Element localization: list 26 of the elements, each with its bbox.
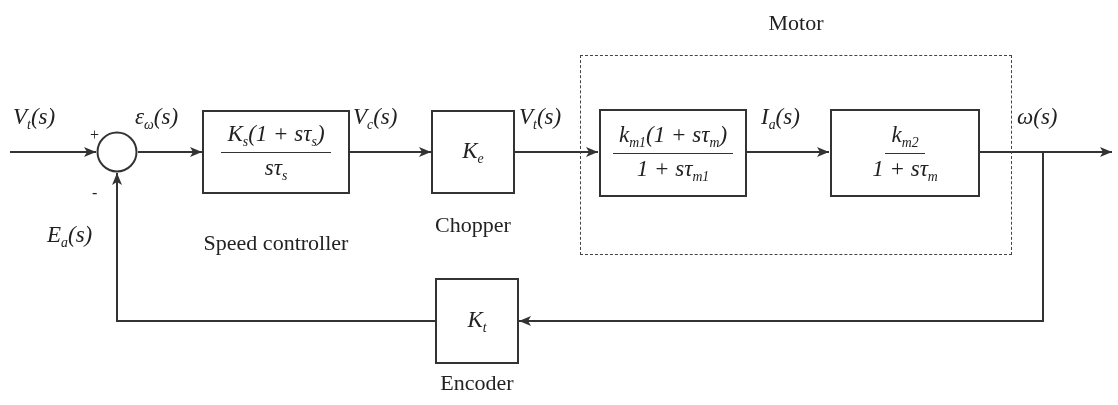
gain-block <box>435 278 519 364</box>
signal-arrow <box>137 147 203 157</box>
signal-arrow <box>349 147 432 157</box>
signal-arrow <box>514 147 599 157</box>
transfer-function-block <box>599 109 747 197</box>
gain-block <box>431 110 515 194</box>
block-caption: Encoder <box>440 370 514 396</box>
denominator: sτ$_{s}$ <box>264 153 288 184</box>
group-title: Motor <box>768 10 824 36</box>
denominator: 1 + sτ$_{m1}$ <box>636 154 710 185</box>
block-caption: Speed controller <box>203 230 349 256</box>
signal-arrow <box>9 147 97 157</box>
transfer-function-block <box>830 109 980 197</box>
block-caption: Chopper <box>435 212 511 238</box>
gain-label: K$_{e}$ <box>462 137 484 167</box>
denominator: 1 + sτ$_{m}$ <box>872 154 938 185</box>
numerator: k$_{m1}$(1 + sτ$_{m}$) <box>612 121 734 154</box>
numerator: k$_{m2}$ <box>885 121 925 154</box>
sign-label: + <box>90 126 100 144</box>
gain-label: K$_{t}$ <box>467 306 487 336</box>
signal-label: ω(s) <box>1016 104 1059 130</box>
numerator: K$_{s}$(1 + sτ$_{s}$) <box>221 120 331 153</box>
sign-label: - <box>92 184 98 202</box>
signal-arrow <box>112 172 436 322</box>
signal-arrow <box>518 151 1044 326</box>
transfer-function-block <box>202 110 350 194</box>
